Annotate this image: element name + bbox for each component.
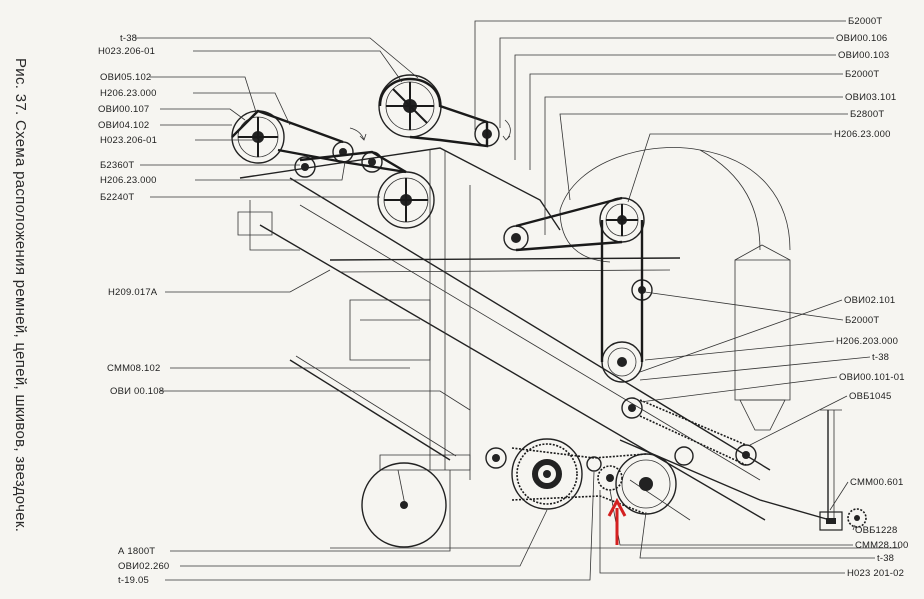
labels-right: Б2000Т ОВИ00.106 ОВИ00.103 Б2000Т ОВИ03.… xyxy=(834,16,908,579)
red-arrow-up-icon xyxy=(607,497,627,545)
label-left-7: Н023.206-01 xyxy=(100,135,157,146)
label-left-6: ОВИ04.102 xyxy=(98,120,149,131)
label-left-8: Б2360Т xyxy=(100,160,134,171)
label-left-9: Н206.23.000 xyxy=(100,175,157,186)
label-right-12: ОВИ00.101-01 xyxy=(839,372,905,383)
pulley-upper-center xyxy=(378,74,442,138)
label-left-14: А 1800Т xyxy=(118,546,155,557)
pulley-fan xyxy=(599,197,645,243)
label-left-11: Н209.017А xyxy=(108,287,158,298)
label-left-16: t-19.05 xyxy=(118,575,149,586)
label-left-15: ОВИ02.260 xyxy=(118,561,169,572)
label-right-14: СММ00.601 xyxy=(850,477,903,488)
sprocket-large xyxy=(511,438,583,510)
label-left-12: СММ08.102 xyxy=(107,363,160,374)
label-right-13: ОВБ1045 xyxy=(849,391,892,402)
label-right-10: Н206.203.000 xyxy=(836,336,898,347)
label-right-7: Н206.23.000 xyxy=(834,129,891,140)
machine-frame xyxy=(237,147,900,549)
label-right-4: Б2000Т xyxy=(845,69,879,80)
pulley-middle xyxy=(377,171,435,229)
label-left-2: Н023.206-01 xyxy=(98,46,155,57)
label-left-10: Б2240Т xyxy=(100,192,134,203)
pulley-lower-right xyxy=(601,341,643,383)
leader-lines-left xyxy=(135,37,595,581)
figure-caption: Рис. 37. Схема расположения ремней, цепе… xyxy=(12,58,29,532)
label-right-2: ОВИ00.106 xyxy=(836,33,887,44)
label-right-3: ОВИ00.103 xyxy=(838,50,889,61)
label-right-1: Б2000Т xyxy=(848,16,882,27)
drive-elements xyxy=(231,74,867,528)
label-right-15: ОВБ1228 xyxy=(855,525,898,536)
label-right-8: ОВИ02.101 xyxy=(844,295,895,306)
label-right-17: t-38 xyxy=(877,553,894,564)
sprocket-right-pulley xyxy=(615,453,677,515)
label-right-6: Б2800Т xyxy=(850,109,884,120)
label-right-11: t-38 xyxy=(872,352,889,363)
label-right-5: ОВИ03.101 xyxy=(845,92,896,103)
leader-lines-right xyxy=(474,20,875,574)
label-right-18: Н023 201-02 xyxy=(847,568,904,579)
label-left-4: Н206.23.000 xyxy=(100,88,157,99)
label-left-13: ОВИ 00.108 xyxy=(110,386,164,397)
label-left-5: ОВИ00.107 xyxy=(98,104,149,115)
labels-left: t-38 Н023.206-01 ОВИ05.102 Н206.23.000 О… xyxy=(98,33,169,586)
label-right-9: Б2000Т xyxy=(845,315,879,326)
label-left-1: t-38 xyxy=(120,33,137,44)
label-right-16: СММ28.100 xyxy=(855,540,908,551)
label-left-3: ОВИ05.102 xyxy=(100,72,151,83)
